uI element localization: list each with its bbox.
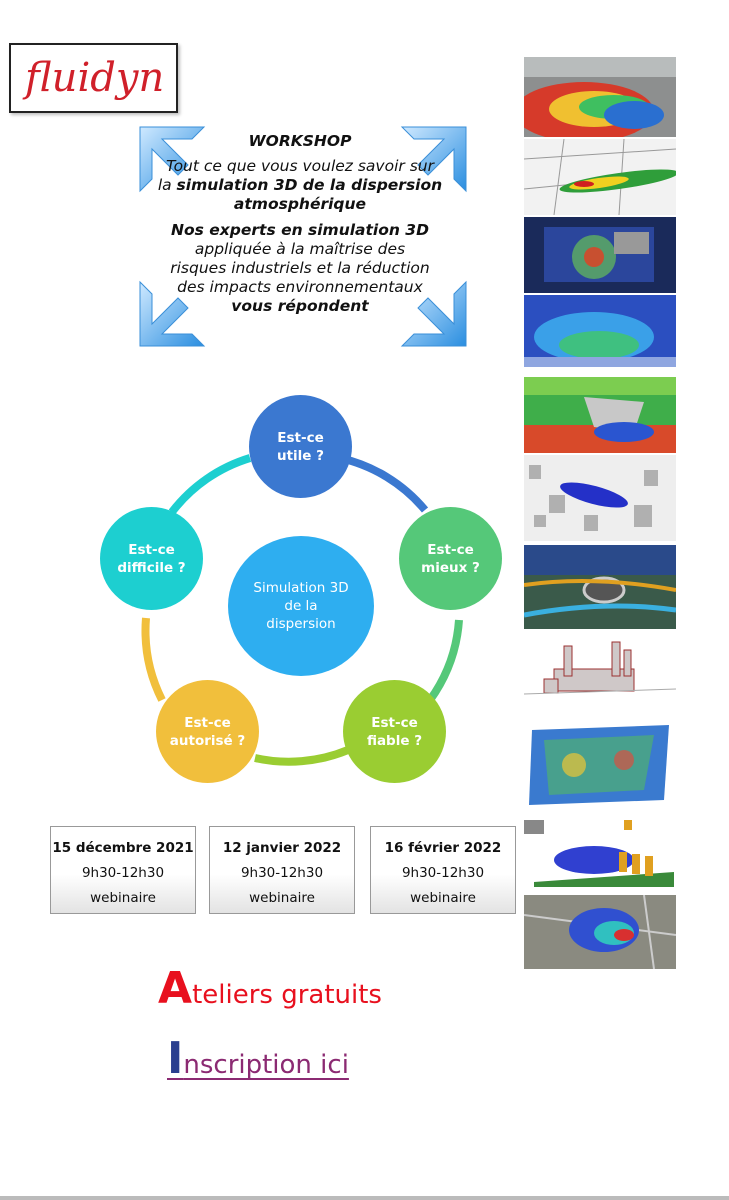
thumbnail-blue-plume-buildings <box>524 455 676 541</box>
time-label: 9h30-12h30 <box>240 865 324 881</box>
ring-arc-yellow <box>141 617 166 702</box>
bottom-divider <box>0 1196 729 1200</box>
type-label: webinaire <box>249 890 315 906</box>
date-card-january[interactable]: 12 janvier 2022 9h30-12h30 webinaire <box>209 826 355 914</box>
corner-bottom-left-icon <box>139 280 206 347</box>
ring-arc-cyan <box>168 454 252 515</box>
corner-top-right-icon <box>400 126 467 193</box>
thumbnail-chimneys <box>524 634 676 710</box>
time-label: 9h30-12h30 <box>81 865 165 881</box>
fluidyn-logo: fluidyn <box>9 43 178 113</box>
corner-top-left-icon <box>139 126 206 193</box>
thumbnail-tanks-plume <box>524 812 676 887</box>
workshop-line: Nos experts en simulation 3D <box>171 221 429 239</box>
date-label: 15 décembre 2021 <box>52 840 194 856</box>
date-card-december[interactable]: 15 décembre 2021 9h30-12h30 webinaire <box>50 826 196 914</box>
thumbnail-blue-map <box>524 295 676 367</box>
svg-text:fluidyn: fluidyn <box>22 55 164 101</box>
workshop-title: WORKSHOP <box>248 132 352 150</box>
type-label: webinaire <box>90 890 156 906</box>
ring-arc-lime <box>254 746 350 766</box>
type-label: webinaire <box>410 890 476 906</box>
workshop-line: atmosphérique <box>233 195 367 213</box>
workshop-line: appliquée à la maîtrise des <box>194 240 406 258</box>
workshop-line: la simulation 3D de la dispersion <box>157 176 443 194</box>
cycle-ring <box>141 454 463 766</box>
corner-bottom-right-icon <box>400 280 467 347</box>
thumbnail-layered-flow <box>524 377 676 453</box>
date-card-february[interactable]: 16 février 2022 9h30-12h30 webinaire <box>370 826 516 914</box>
time-label: 9h30-12h30 <box>401 865 485 881</box>
logo-mark: fluidyn <box>22 55 164 101</box>
workshop-line: Tout ce que vous voulez savoir sur <box>166 157 434 175</box>
thumbnail-satellite-plume <box>524 895 676 969</box>
ring-arc-green <box>426 619 463 703</box>
workshop-description: WORKSHOP Tout ce que vous voulez savoir … <box>150 132 450 316</box>
free-workshops-heading: Ateliers gratuits <box>158 963 382 1014</box>
workshop-line: vous répondent <box>231 297 369 315</box>
ring-arc-blue <box>339 454 429 513</box>
thumbnail-satellite-site <box>524 217 676 293</box>
date-label: 12 janvier 2022 <box>222 840 342 856</box>
thumbnail-terrain-mesh <box>524 720 676 808</box>
thumbnail-city-plume <box>524 139 676 215</box>
thumbnail-urban-aerial <box>524 545 676 629</box>
date-label: 16 février 2022 <box>384 840 502 856</box>
thumbnail-terrain-dispersion <box>524 57 676 137</box>
registration-link[interactable]: Inscription ici <box>167 1033 349 1084</box>
workshop-line: des impacts environnementaux <box>177 278 423 296</box>
workshop-line: risques industriels et la réduction <box>170 259 430 277</box>
